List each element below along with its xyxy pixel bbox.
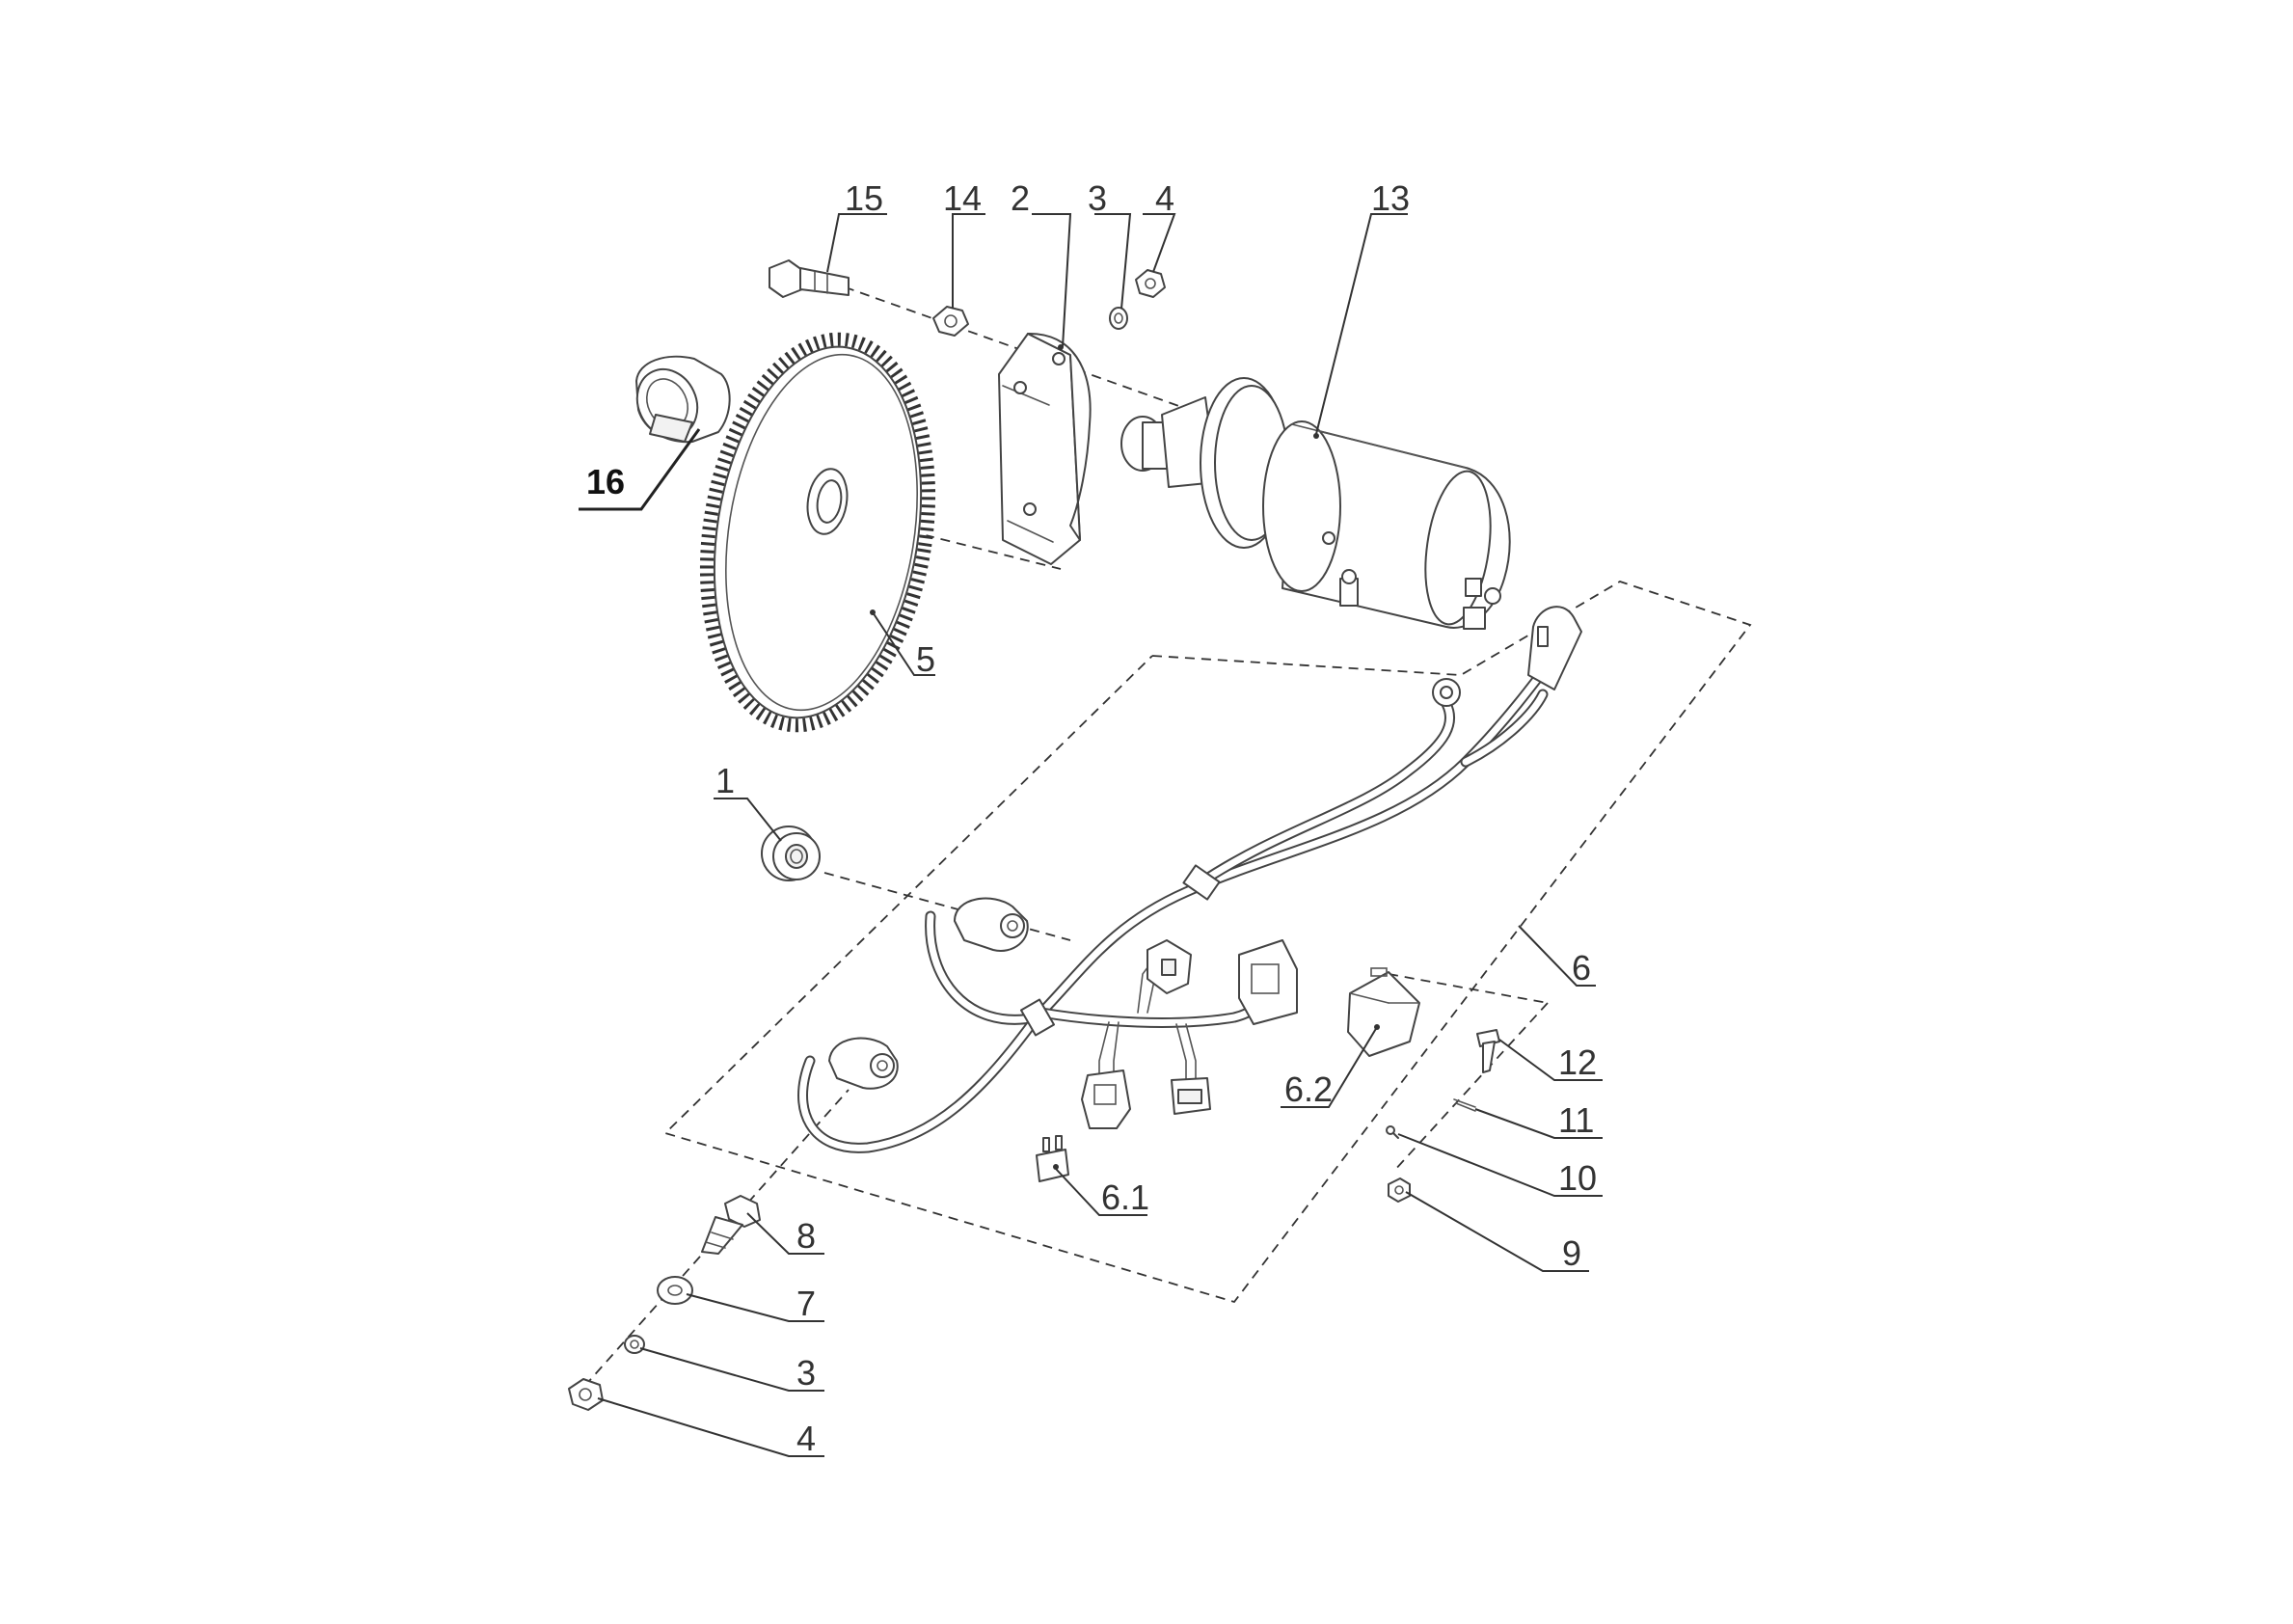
callout-3-top: 3	[1088, 178, 1107, 218]
part-7-washer	[657, 1276, 693, 1305]
callout-4-bottom: 4	[796, 1419, 816, 1458]
callout-13: 13	[1371, 178, 1410, 218]
callout-9: 9	[1562, 1233, 1581, 1273]
part-12-screw	[1476, 1029, 1500, 1073]
part-4-nut-top	[1135, 269, 1166, 298]
connector-upper	[1146, 939, 1192, 994]
callout-15: 15	[845, 178, 883, 218]
connector-relay-socket	[1238, 939, 1298, 1025]
part-2-bracket	[998, 332, 1092, 565]
part-10-pin	[1386, 1125, 1399, 1139]
callout-8: 8	[796, 1216, 816, 1256]
part-5-ring-gear	[699, 332, 936, 733]
part-6-1-fuse	[1036, 1135, 1069, 1182]
part-11-spring	[1453, 1098, 1476, 1112]
callout-3-bottom: 3	[796, 1353, 816, 1393]
part-6-2-relay	[1347, 967, 1420, 1057]
callout-4-top: 4	[1155, 178, 1174, 218]
callout-5: 5	[916, 639, 935, 679]
callout-7: 7	[796, 1284, 816, 1323]
callout-16: 16	[586, 462, 625, 501]
part-9-nut	[1388, 1177, 1411, 1203]
callout-11: 11	[1558, 1100, 1594, 1140]
callout-12: 12	[1558, 1042, 1597, 1082]
part-13-starter-motor	[1120, 377, 1511, 630]
part-15-bolt	[769, 259, 850, 298]
callout-6-1: 6.1	[1101, 1177, 1149, 1217]
callout-labels: 15 14 2 3 4 13 16 5 1 6 12 6.2 11 10 6.1…	[586, 178, 1597, 1458]
callout-1: 1	[715, 761, 735, 800]
callout-6: 6	[1572, 948, 1591, 988]
harness-outline	[663, 581, 1752, 1304]
callout-10: 10	[1558, 1158, 1597, 1198]
part-1-grommet	[761, 826, 821, 881]
part-3-lock-washer-top	[1109, 307, 1128, 330]
connector-left	[1081, 1069, 1131, 1129]
part-6-wiring-harness	[797, 606, 1582, 1153]
connector-right	[1171, 1077, 1211, 1115]
part-3-lock-washer-bottom	[624, 1335, 645, 1354]
callout-2: 2	[1011, 178, 1030, 218]
callout-6-2: 6.2	[1284, 1069, 1333, 1109]
part-16-sleeve	[635, 355, 731, 444]
callout-14: 14	[943, 178, 982, 218]
leader-lines	[579, 213, 1603, 1457]
part-8-bolt	[701, 1195, 761, 1255]
part-14-nut	[932, 306, 969, 337]
part-4-nut-bottom	[568, 1378, 604, 1411]
